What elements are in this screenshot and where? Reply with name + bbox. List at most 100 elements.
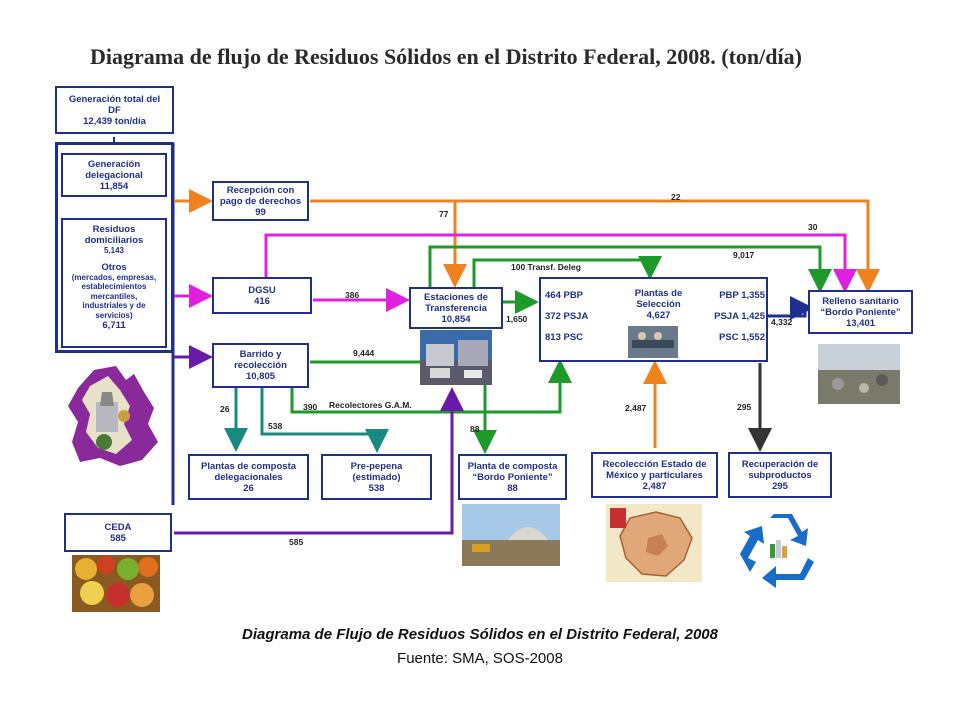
plantas-right-values: PBP 1,355 PSJA 1,425 PSC 1,552 — [703, 285, 765, 348]
magenta-dgsu-to-relleno — [264, 233, 857, 293]
composta-bp-line1: Planta de composta — [467, 460, 558, 472]
generacion-total-line3: 12,439 ton/día — [83, 115, 146, 127]
residuos-value: 5,143 — [103, 246, 125, 255]
prepepena-line3: 538 — [368, 482, 385, 494]
prepepena-line1: Pre-pepena — [350, 460, 403, 472]
generacion-delegacional-box: Generación delegacional 11,854 — [61, 153, 167, 197]
recuperacion-line1: Recuperación de — [741, 458, 819, 470]
generacion-total-line2: DF — [108, 104, 121, 116]
plantas-left-3: 813 PSC — [545, 332, 584, 343]
teal-538 — [260, 388, 389, 453]
green-9017 — [428, 245, 832, 293]
fruits-photo — [72, 555, 160, 612]
generacion-total-box: Generación total del DF 12,439 ton/día — [55, 86, 174, 134]
label-2487: 2,487 — [625, 403, 647, 413]
diagram-title: Diagrama de flujo de Residuos Sólidos en… — [90, 44, 802, 69]
plantas-left-values: 464 PBP 372 PSJA 813 PSC — [545, 285, 615, 348]
label-recolectores-gam: Recolectores G.A.M. — [329, 400, 412, 410]
dgsu-line1: DGSU — [248, 284, 276, 296]
recycle-icon — [740, 514, 814, 588]
selection-plant-photo — [628, 326, 678, 358]
label-88: 88 — [470, 424, 480, 434]
label-9444: 9,444 — [353, 348, 375, 358]
label-100-transf: 100 Transf. Deleg — [511, 262, 581, 272]
plantas-left-1: 464 PBP — [545, 290, 584, 301]
estaciones-line2: Transferencia — [425, 302, 487, 314]
composta-bp-box: Planta de composta “Bordo Poniente” 88 — [458, 454, 567, 500]
otros-value: 6,711 — [102, 320, 126, 331]
label-9017: 9,017 — [733, 250, 755, 260]
label-295: 295 — [737, 402, 752, 412]
otros-detail-5: servicios) — [95, 310, 133, 320]
otros-detail-2: establecimientos — [81, 282, 147, 291]
plantas-left-2: 372 PSJA — [545, 311, 589, 322]
green-390 — [290, 359, 572, 414]
recoleccion-line3: 2,487 — [642, 480, 667, 492]
generacion-deleg-line2: delegacional — [85, 169, 143, 181]
city-map-photo — [64, 362, 162, 470]
prepepena-line2: (estimado) — [352, 471, 401, 483]
recepcion-line2: pago de derechos — [219, 195, 302, 207]
plantas-right-2: PSJA 1,425 — [714, 311, 765, 322]
barrido-line3: 10,805 — [245, 371, 276, 382]
plantas-center-1: Plantas de — [634, 288, 683, 299]
plantas-center-2: Selección — [636, 299, 681, 310]
label-538: 538 — [268, 421, 283, 431]
plantas-center-text: Plantas de Selección 4,627 — [619, 288, 698, 321]
relleno-line2: “Bordo Poniente” — [820, 306, 901, 318]
residuos-line2: domiciliarios — [84, 235, 144, 246]
recepcion-line3: 99 — [255, 206, 266, 218]
label-30: 30 — [808, 222, 818, 232]
estaciones-line3: 10,854 — [441, 313, 471, 325]
otros-detail-1: (mercados, empresas, — [71, 272, 157, 282]
compost-plant-photo — [462, 504, 560, 566]
orange-recepcion-to-relleno — [310, 199, 880, 293]
recoleccion-line1: Recolección Estado de — [602, 458, 707, 470]
otros-detail-3: mercantiles, — [90, 291, 138, 301]
barrido-box: Barrido y recolección 10,805 — [212, 343, 309, 388]
composta-deleg-box: Plantas de composta delegacionales 26 — [188, 454, 309, 500]
relleno-line3: 13,401 — [845, 317, 876, 329]
plantas-right-3: PSC 1,552 — [719, 332, 765, 343]
green-100 — [472, 256, 662, 287]
label-585: 585 — [289, 537, 304, 547]
relleno-line1: Relleno sanitario — [822, 295, 899, 307]
barrido-line1: Barrido y — [239, 349, 282, 360]
residuos-otros-box: Residuos domiciliarios 5,143 Otros (merc… — [61, 218, 167, 348]
composta-deleg-line3: 26 — [243, 482, 254, 494]
ceda-line2: 585 — [110, 532, 126, 544]
label-1650: 1,650 — [506, 314, 528, 324]
prepepena-box: Pre-pepena (estimado) 538 — [321, 454, 432, 500]
otros-detail-4: industriales y de — [82, 301, 146, 310]
recuperacion-line2: subproductos — [748, 469, 812, 481]
dgsu-line2: 416 — [254, 295, 270, 307]
ceda-line1: CEDA — [104, 521, 132, 533]
recoleccion-line2: México y particulares — [606, 469, 703, 481]
otros-title: Otros — [101, 261, 127, 273]
recepcion-line1: Recepción con — [226, 184, 295, 196]
transfer-station-photo — [420, 330, 492, 385]
label-390: 390 — [303, 402, 318, 412]
purple-585 — [174, 387, 464, 535]
plantas-right-1: PBP 1,355 — [719, 290, 765, 301]
relleno-box: Relleno sanitario “Bordo Poniente” 13,40… — [808, 290, 913, 334]
mexico-map-image — [606, 504, 702, 582]
barrido-line2: recolección — [234, 360, 287, 371]
composta-bp-line2: “Bordo Poniente” — [472, 471, 553, 483]
label-77: 77 — [439, 209, 449, 219]
dgsu-box: DGSU 416 — [212, 277, 312, 314]
figure-caption: Diagrama de Flujo de Residuos Sólidos en… — [242, 626, 718, 643]
recuperacion-box: Recuperación de subproductos 295 — [728, 452, 832, 498]
recuperacion-line3: 295 — [772, 480, 788, 492]
label-26: 26 — [220, 404, 230, 414]
navy-4332 — [768, 296, 814, 320]
generacion-total-line1: Generación total del — [68, 93, 161, 105]
generacion-deleg-line1: Generación — [87, 158, 141, 170]
ceda-box: CEDA 585 — [64, 513, 172, 552]
composta-deleg-line1: Plantas de composta — [200, 460, 297, 472]
composta-bp-line3: 88 — [507, 482, 518, 494]
generacion-deleg-line3: 11,854 — [99, 180, 129, 192]
landfill-photo — [818, 344, 900, 404]
estaciones-box: Estaciones de Transferencia 10,854 — [409, 287, 503, 329]
